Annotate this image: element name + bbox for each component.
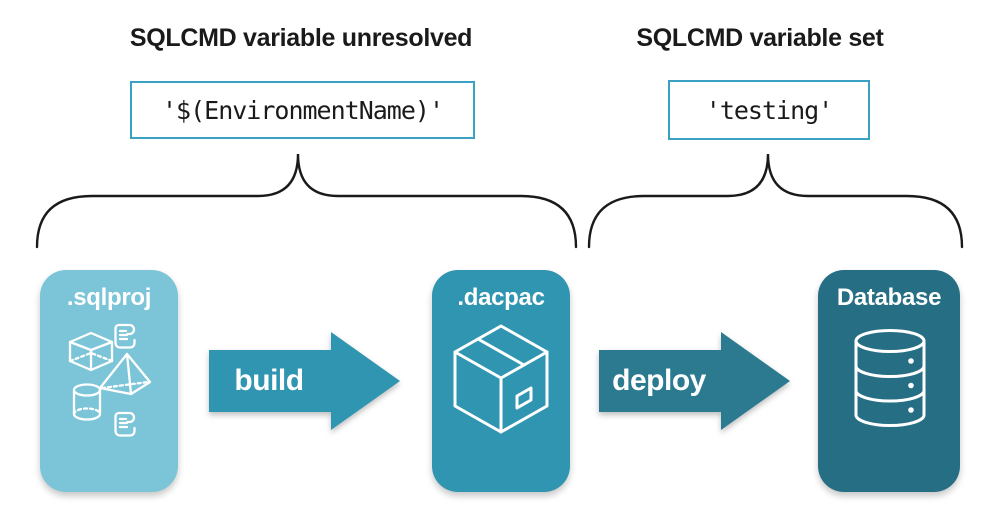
scroll-icon <box>114 323 136 349</box>
database-cylinder-icon <box>854 329 926 427</box>
left-brace <box>35 153 578 249</box>
scroll-icon <box>114 411 136 437</box>
set-code-box: 'testing' <box>668 80 870 140</box>
dacpac-card: .dacpac <box>432 270 570 492</box>
unresolved-variable-title: SQLCMD variable unresolved <box>129 24 473 52</box>
database-card: Database <box>818 270 960 492</box>
build-arrow-shape <box>209 332 400 430</box>
set-variable-title: SQLCMD variable set <box>636 24 884 52</box>
build-arrow-label: build <box>234 364 304 397</box>
scope-braces <box>35 153 964 249</box>
sqlproj-card: .sqlproj <box>40 270 178 492</box>
deploy-arrow-label: deploy <box>612 364 706 397</box>
unresolved-code-text: '$(EnvironmentName)' <box>161 95 444 125</box>
database-card-label: Database <box>836 284 942 311</box>
dacpac-card-label: .dacpac <box>457 284 545 311</box>
pyramid-icon <box>98 352 152 396</box>
build-arrow: build <box>207 331 403 431</box>
sql-objects-illustration <box>68 323 152 437</box>
deploy-arrow: deploy <box>597 331 793 431</box>
deploy-arrow-shape <box>599 332 790 430</box>
cylinder-icon <box>72 383 102 421</box>
package-box-icon <box>453 324 549 434</box>
set-code-text: 'testing' <box>705 95 833 125</box>
cube-icon <box>68 331 114 372</box>
right-brace <box>587 153 964 249</box>
sqlproj-card-label: .sqlproj <box>66 284 152 311</box>
unresolved-code-box: '$(EnvironmentName)' <box>130 81 475 139</box>
